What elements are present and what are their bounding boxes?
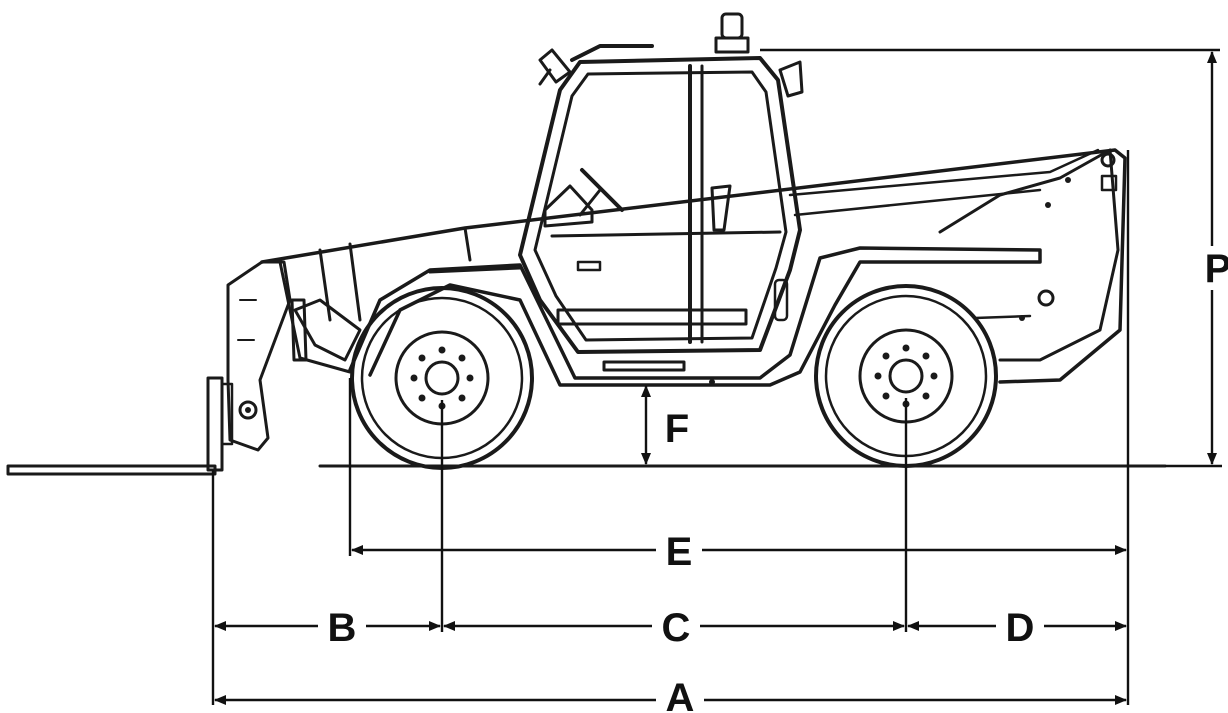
forks bbox=[6, 376, 234, 476]
cab bbox=[518, 12, 804, 372]
boom bbox=[260, 148, 1127, 384]
label-a: A bbox=[666, 676, 695, 713]
carriage bbox=[226, 260, 292, 452]
dimension-labels: E B C D A F P bbox=[318, 246, 1228, 713]
label-p: P bbox=[1205, 247, 1228, 291]
label-d: D bbox=[1006, 606, 1035, 650]
telehandler-drawing bbox=[6, 12, 1167, 476]
label-f: F bbox=[665, 407, 689, 451]
label-c: C bbox=[662, 606, 691, 650]
label-e: E bbox=[666, 530, 693, 574]
chassis bbox=[348, 246, 1042, 387]
label-b: B bbox=[328, 606, 357, 650]
